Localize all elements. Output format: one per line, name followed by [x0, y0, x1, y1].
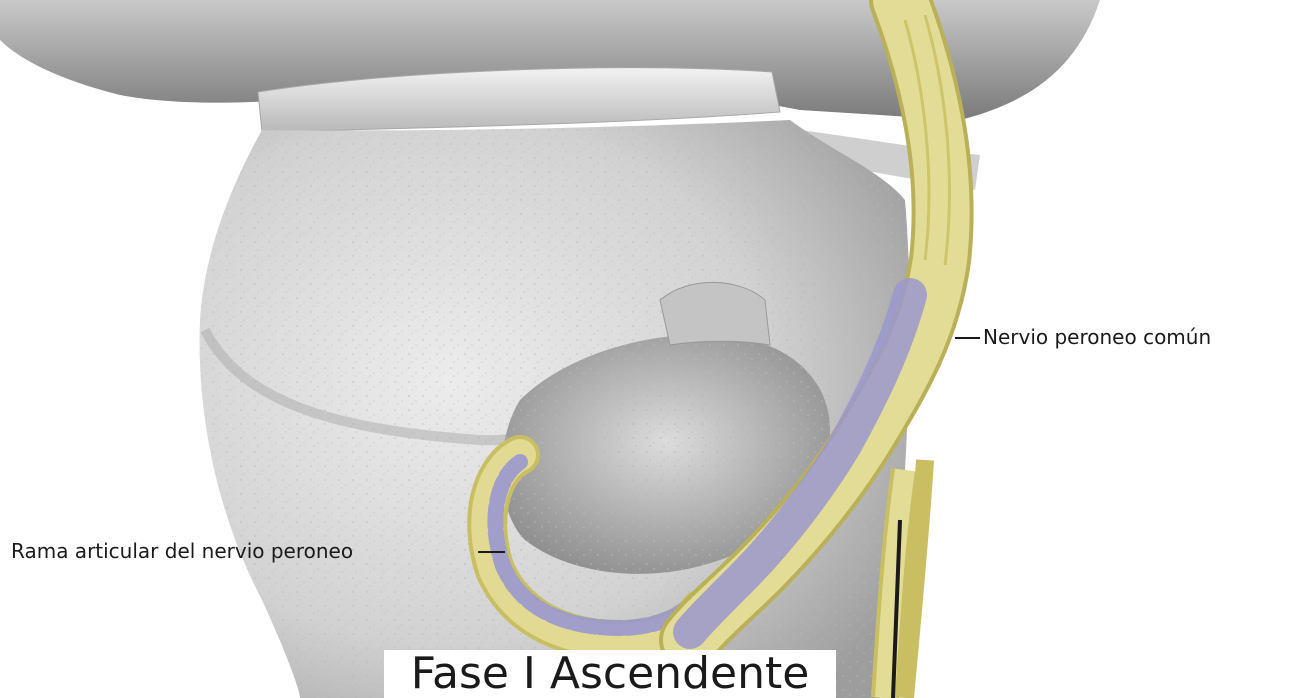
label-common-peroneal-nerve: Nervio peroneo común: [983, 327, 1211, 347]
phase-caption: Fase I Ascendente: [384, 650, 836, 698]
label-articular-branch: Rama articular del nervio peroneo: [11, 541, 353, 561]
